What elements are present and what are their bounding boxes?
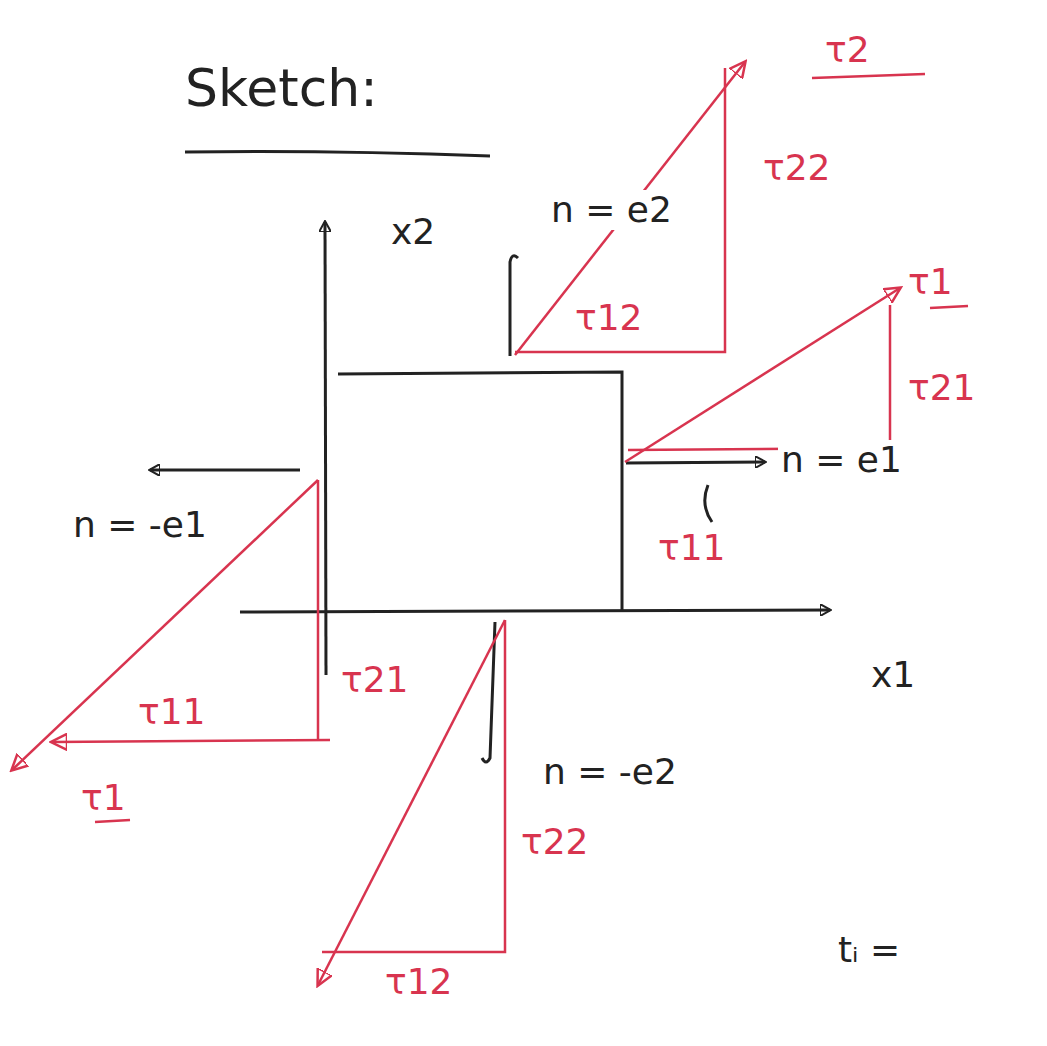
formula-label: tᵢ = [835, 930, 903, 970]
axis-label: x1 [868, 655, 918, 695]
normal-label: n = e1 [778, 440, 905, 480]
component-label: τ11 [135, 692, 208, 732]
vector-label: τ1 [78, 778, 129, 818]
component-label: τ22 [518, 822, 591, 862]
vector-label: τ2 [822, 30, 873, 70]
component-label: τ12 [572, 298, 645, 338]
normal-label: n = e2 [548, 190, 675, 230]
sketch-heading: Sketch: [185, 58, 378, 118]
vector-label: τ1 [905, 262, 956, 302]
normal-label: n = -e2 [540, 752, 680, 792]
component-label: τ21 [905, 368, 978, 408]
normal-label: n = -e1 [70, 505, 210, 545]
component-label: τ22 [760, 148, 833, 188]
axis-label: x2 [388, 212, 438, 252]
component-label: τ11 [655, 528, 728, 568]
component-label: τ21 [338, 660, 411, 700]
component-label: τ12 [382, 962, 455, 1002]
